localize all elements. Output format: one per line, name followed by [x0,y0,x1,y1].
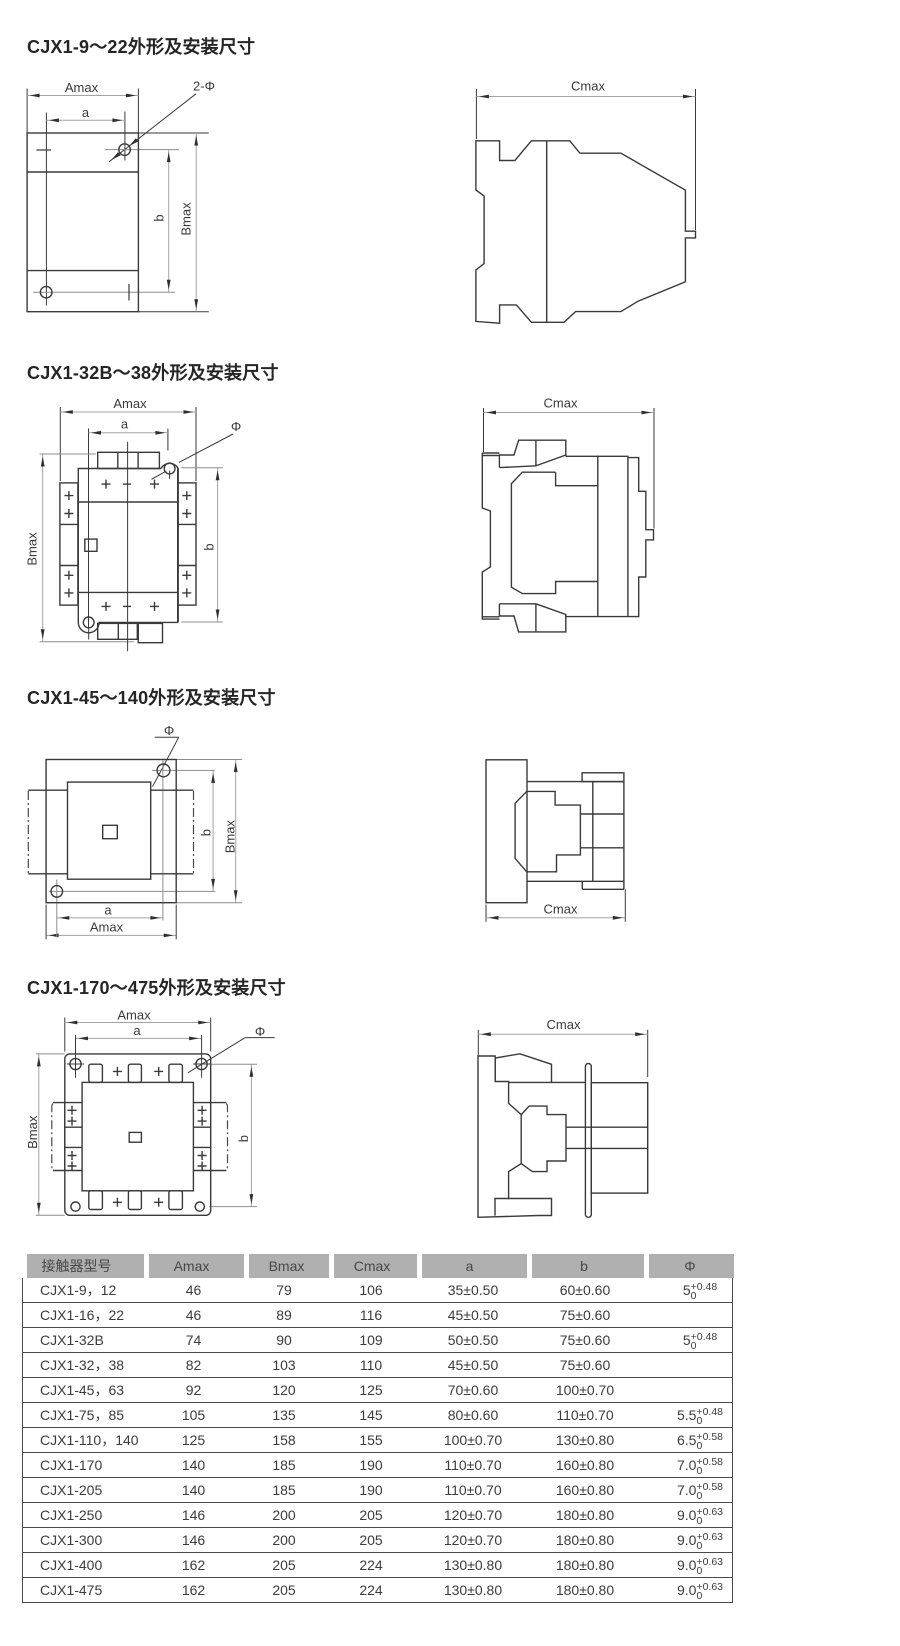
svg-text:Amax: Amax [117,1008,151,1023]
svg-text:a: a [104,903,112,918]
svg-text:2-Φ: 2-Φ [193,79,215,94]
svg-text:Cmax: Cmax [571,79,605,94]
svg-text:b: b [236,1135,251,1142]
svg-text:Bmax: Bmax [25,1115,40,1149]
svg-text:b: b [202,543,217,550]
svg-text:a: a [82,105,90,120]
svg-text:a: a [133,1023,141,1038]
svg-text:a: a [121,417,129,432]
svg-text:Φ: Φ [231,419,241,434]
svg-text:Bmax: Bmax [223,820,238,854]
svg-text:b: b [199,829,214,836]
svg-text:Φ: Φ [164,723,174,738]
svg-text:Bmax: Bmax [25,532,40,566]
svg-text:Bmax: Bmax [179,202,194,236]
svg-text:Cmax: Cmax [547,1017,581,1032]
svg-text:Cmax: Cmax [544,396,578,411]
svg-text:Amax: Amax [90,920,124,935]
svg-text:Amax: Amax [113,396,147,411]
svg-text:Φ: Φ [255,1024,265,1039]
svg-text:b: b [152,214,167,221]
svg-text:Cmax: Cmax [544,902,578,917]
svg-text:Amax: Amax [65,80,99,95]
